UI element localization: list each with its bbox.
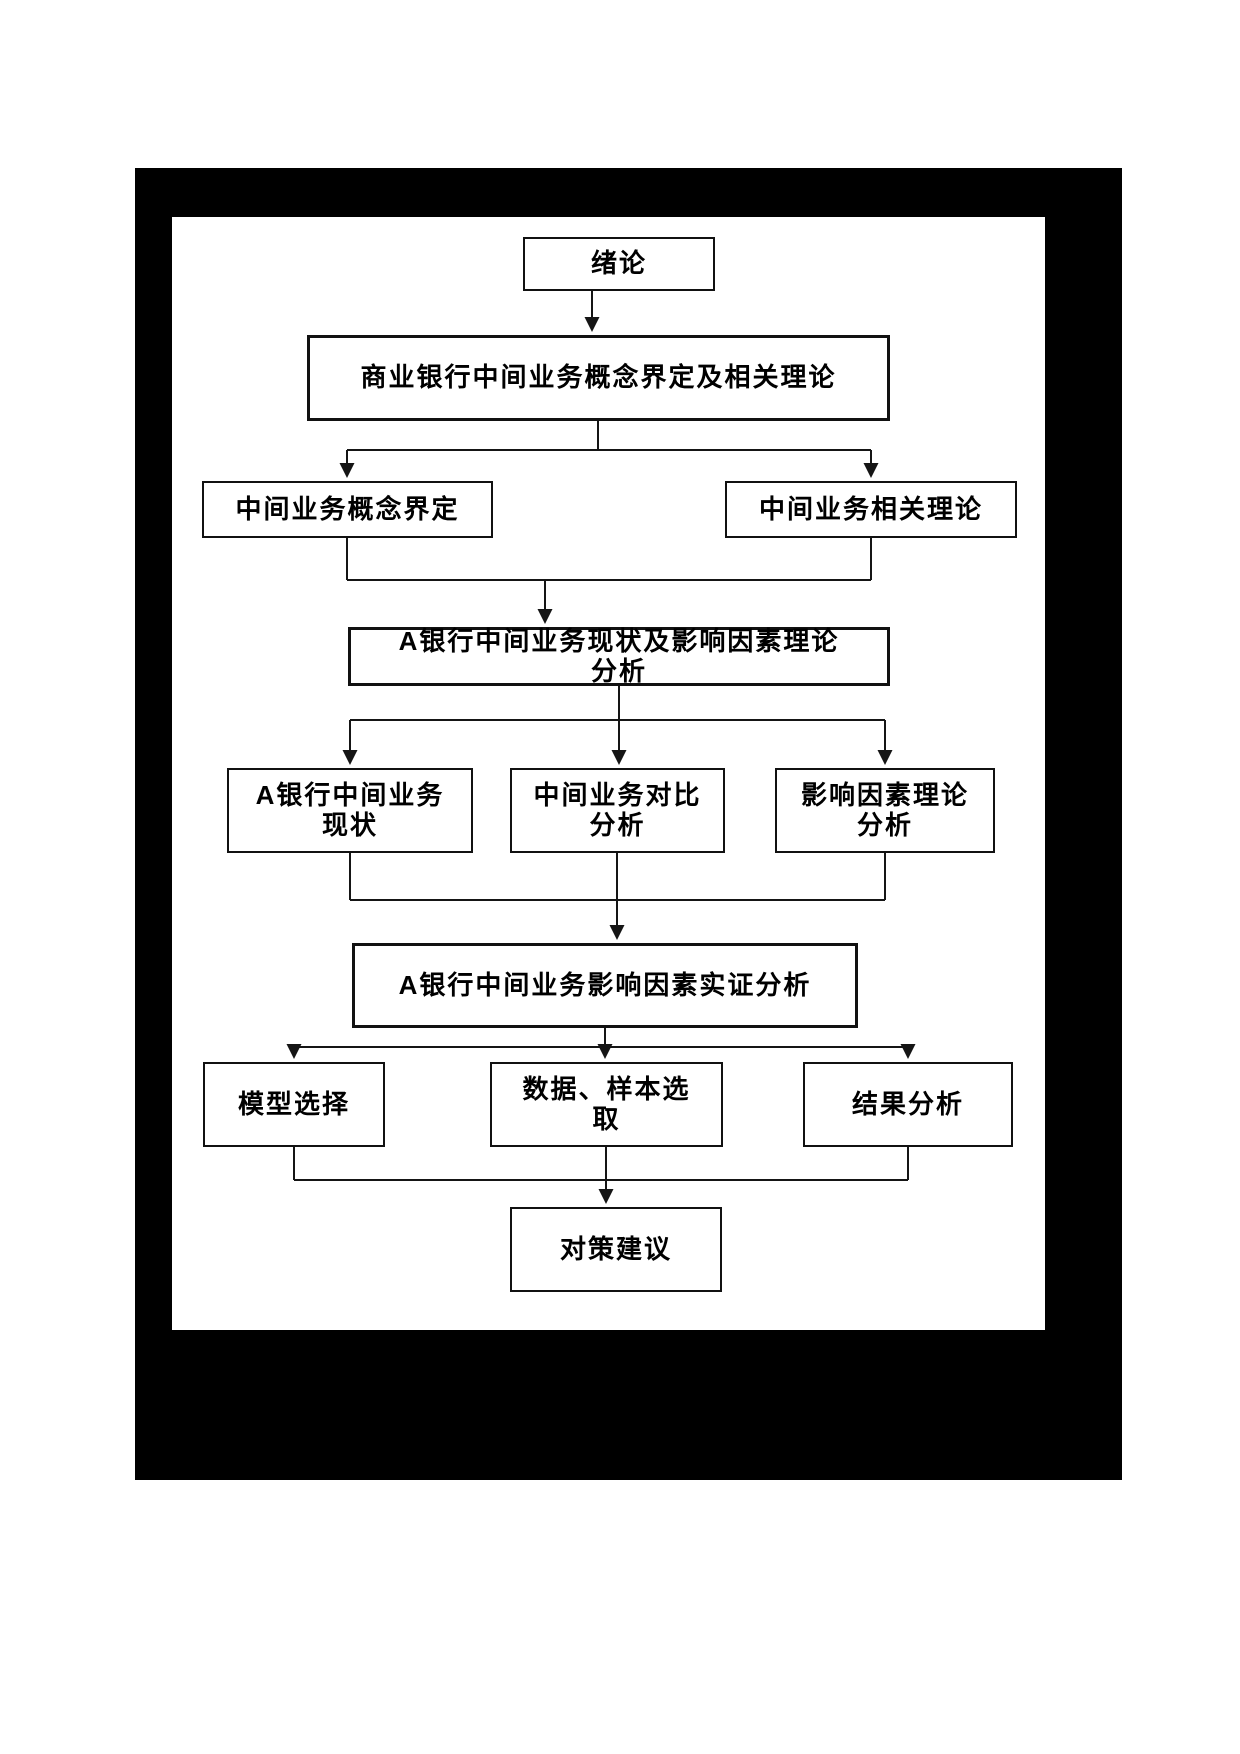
node-comparison-analysis: 中间业务对比 分析 [510,768,725,853]
flowchart-sheet: 绪论 商业银行中间业务概念界定及相关理论 中间业务概念界定 中间业务相关理论 A… [172,217,1045,1330]
node-result-analysis: 结果分析 [803,1062,1013,1147]
node-suggestions: 对策建议 [510,1207,722,1292]
node-introduction: 绪论 [523,237,715,291]
node-empirical-analysis: A银行中间业务影响因素实证分析 [352,943,858,1028]
node-bank-status: A银行中间业务 现状 [227,768,473,853]
node-status-and-factor-theory: A银行中间业务现状及影响因素理论 分析 [348,627,890,686]
node-related-theory: 中间业务相关理论 [725,481,1017,538]
node-data-sample-selection: 数据、样本选 取 [490,1062,723,1147]
flow-connectors [286,291,916,1204]
node-model-selection: 模型选择 [203,1062,385,1147]
node-concept-and-theory: 商业银行中间业务概念界定及相关理论 [307,335,890,421]
node-factor-theory-analysis: 影响因素理论 分析 [775,768,995,853]
black-frame: 绪论 商业银行中间业务概念界定及相关理论 中间业务概念界定 中间业务相关理论 A… [135,168,1122,1480]
node-concept-definition: 中间业务概念界定 [202,481,493,538]
